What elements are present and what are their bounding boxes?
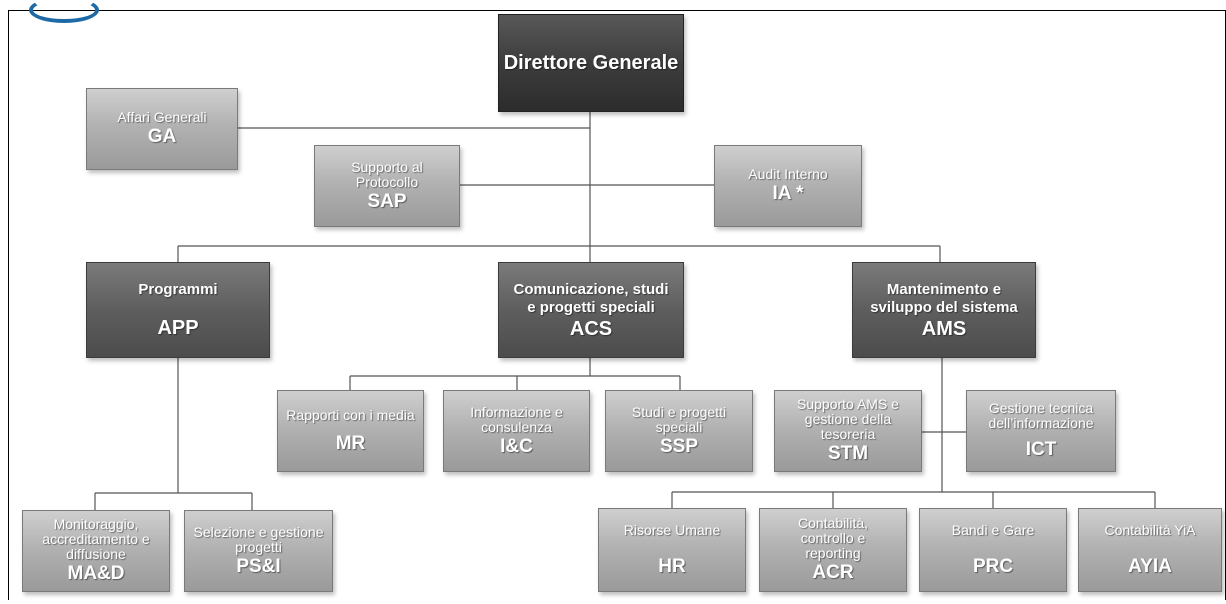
box-psi[interactable]: Selezione e gestione progetti PS&I [184, 510, 333, 592]
box-code: STM [827, 443, 869, 464]
box-ic[interactable]: Informazione e consulenza I&C [443, 390, 590, 472]
box-name: Monitoraggio, accreditamento e diffusion… [42, 516, 150, 562]
box-acs[interactable]: Comunicazione, studi e progetti speciali… [498, 262, 684, 358]
box-name: Programmi [138, 281, 218, 298]
box-code: ACR [812, 562, 854, 583]
box-code: ICT [1025, 439, 1057, 460]
box-code: GA [147, 126, 177, 147]
box-name: Gestione tecnica dell’informazione [988, 400, 1094, 431]
box-code: PS&I [236, 555, 281, 577]
box-name: Studi e progetti speciali [631, 403, 727, 435]
box-code: HR [658, 555, 686, 577]
box-code: SSP [659, 435, 699, 457]
box-ssp[interactable]: Studi e progetti speciali SSP [605, 390, 753, 472]
box-name: Contabilità, controllo e reporting [797, 515, 869, 561]
box-prc[interactable]: Bandi e Gare PRC [919, 508, 1067, 592]
box-name: Informazione e consulenza [470, 403, 563, 435]
logo [29, 0, 99, 23]
box-name: Rapporti con i media [286, 406, 415, 423]
box-ga[interactable]: Affari Generali GA [86, 88, 238, 170]
box-name: Supporto AMS e gestione della tesoreria [797, 396, 899, 442]
box-hr[interactable]: Risorse Umane HR [598, 508, 746, 592]
box-code: ACS [569, 317, 613, 340]
box-mr[interactable]: Rapporti con i media MR [277, 390, 424, 472]
box-code: MA&D [67, 563, 125, 584]
box-name: Contabilità YiA [1104, 521, 1196, 538]
box-name: Mantenimento e sviluppo del sistema [870, 280, 1018, 316]
box-ayia[interactable]: Contabilità YiA AYIA [1078, 508, 1222, 592]
box-ia[interactable]: Audit Interno IA * [714, 145, 862, 227]
box-direttore-generale[interactable]: Direttore Generale [498, 14, 684, 112]
box-code: AYIA [1128, 555, 1172, 577]
box-code: SAP [367, 190, 407, 212]
box-mad[interactable]: Monitoraggio, accreditamento e diffusion… [22, 510, 170, 592]
box-code: APP [157, 317, 199, 339]
box-name: Risorse Umane [623, 521, 721, 538]
box-name: Affari Generali [117, 109, 207, 125]
box-name: Audit Interno [748, 166, 828, 182]
box-name: Comunicazione, studi e progetti speciali [513, 280, 669, 316]
box-code: I&C [500, 435, 533, 457]
box-name: Supporto al Protocollo [351, 158, 423, 190]
box-sap[interactable]: Supporto al Protocollo SAP [314, 145, 460, 227]
box-app[interactable]: Programmi APP [86, 262, 270, 358]
box-code: AMS [921, 317, 967, 340]
box-stm[interactable]: Supporto AMS e gestione della tesoreria … [774, 390, 922, 472]
box-ict[interactable]: Gestione tecnica dell’informazione ICT [966, 390, 1116, 472]
box-ams[interactable]: Mantenimento e sviluppo del sistema AMS [852, 262, 1036, 358]
box-code: MR [335, 432, 366, 454]
box-name: Direttore Generale [503, 52, 679, 74]
box-code: PRC [972, 555, 1014, 577]
box-code: IA * [772, 183, 804, 204]
box-acr[interactable]: Contabilità, controllo e reporting ACR [759, 508, 907, 592]
box-name: Bandi e Gare [951, 521, 1035, 538]
box-name: Selezione e gestione progetti [193, 523, 324, 555]
